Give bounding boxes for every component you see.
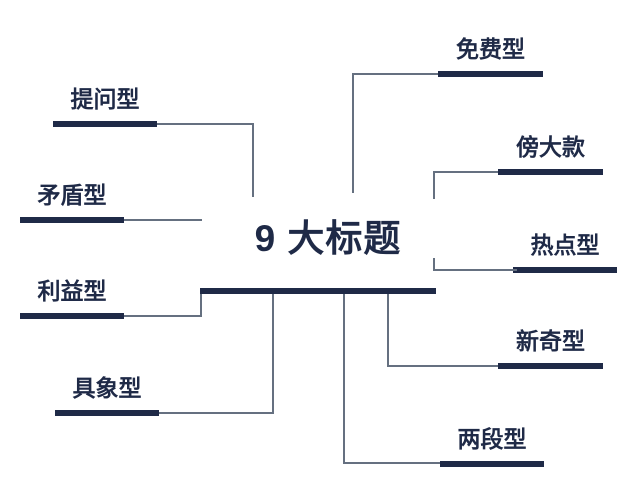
connector-free-v [352, 73, 354, 193]
connector-novelty-h [388, 365, 498, 367]
branch-big-name: 傍大款 [498, 135, 603, 175]
branch-free: 免费型 [438, 37, 543, 77]
connector-novelty-v [387, 294, 389, 367]
central-topic-bar [200, 288, 436, 294]
branch-two-part: 两段型 [440, 427, 544, 467]
branch-contradiction-bar [20, 217, 124, 223]
branch-free-label: 免费型 [456, 36, 525, 62]
connector-hotspot-v [433, 258, 435, 271]
branch-contradiction: 矛盾型 [20, 183, 124, 223]
branch-contradiction-label: 矛盾型 [37, 182, 107, 208]
connector-question-v [252, 123, 254, 197]
branch-two-part-label: 两段型 [457, 426, 527, 452]
branch-novelty-bar [498, 363, 603, 369]
branch-concrete: 具象型 [55, 376, 159, 416]
branch-free-bar [438, 71, 543, 77]
branch-question-bar [53, 121, 157, 127]
connector-hotspot-h [433, 269, 517, 271]
central-topic-title: 9 大标题 [254, 218, 402, 259]
connector-benefit-h [124, 315, 202, 317]
branch-big-name-label: 傍大款 [516, 134, 585, 160]
connector-benefit-v [200, 294, 202, 316]
connector-big-name-h [434, 171, 498, 173]
connector-question-h [157, 123, 254, 125]
branch-benefit: 利益型 [20, 279, 124, 319]
branch-concrete-label: 具象型 [72, 375, 142, 401]
connector-two-part-h [344, 462, 440, 464]
branch-two-part-bar [440, 461, 544, 467]
branch-hotspot-bar [513, 267, 617, 273]
connector-big-name-v [433, 171, 435, 199]
branch-hotspot-label: 热点型 [530, 232, 600, 258]
connector-contradiction-h [124, 219, 202, 221]
connector-two-part-v [343, 294, 345, 464]
connector-concrete-v [272, 294, 274, 414]
branch-benefit-label: 利益型 [37, 278, 107, 304]
connector-concrete-h [159, 412, 274, 414]
branch-concrete-bar [55, 410, 159, 416]
branch-benefit-bar [20, 313, 124, 319]
branch-novelty: 新奇型 [498, 329, 603, 369]
branch-novelty-label: 新奇型 [516, 328, 585, 354]
connector-free-h [353, 73, 438, 75]
branch-hotspot: 热点型 [513, 233, 617, 273]
branch-question: 提问型 [53, 87, 157, 127]
branch-question-label: 提问型 [70, 86, 140, 112]
branch-big-name-bar [498, 169, 603, 175]
